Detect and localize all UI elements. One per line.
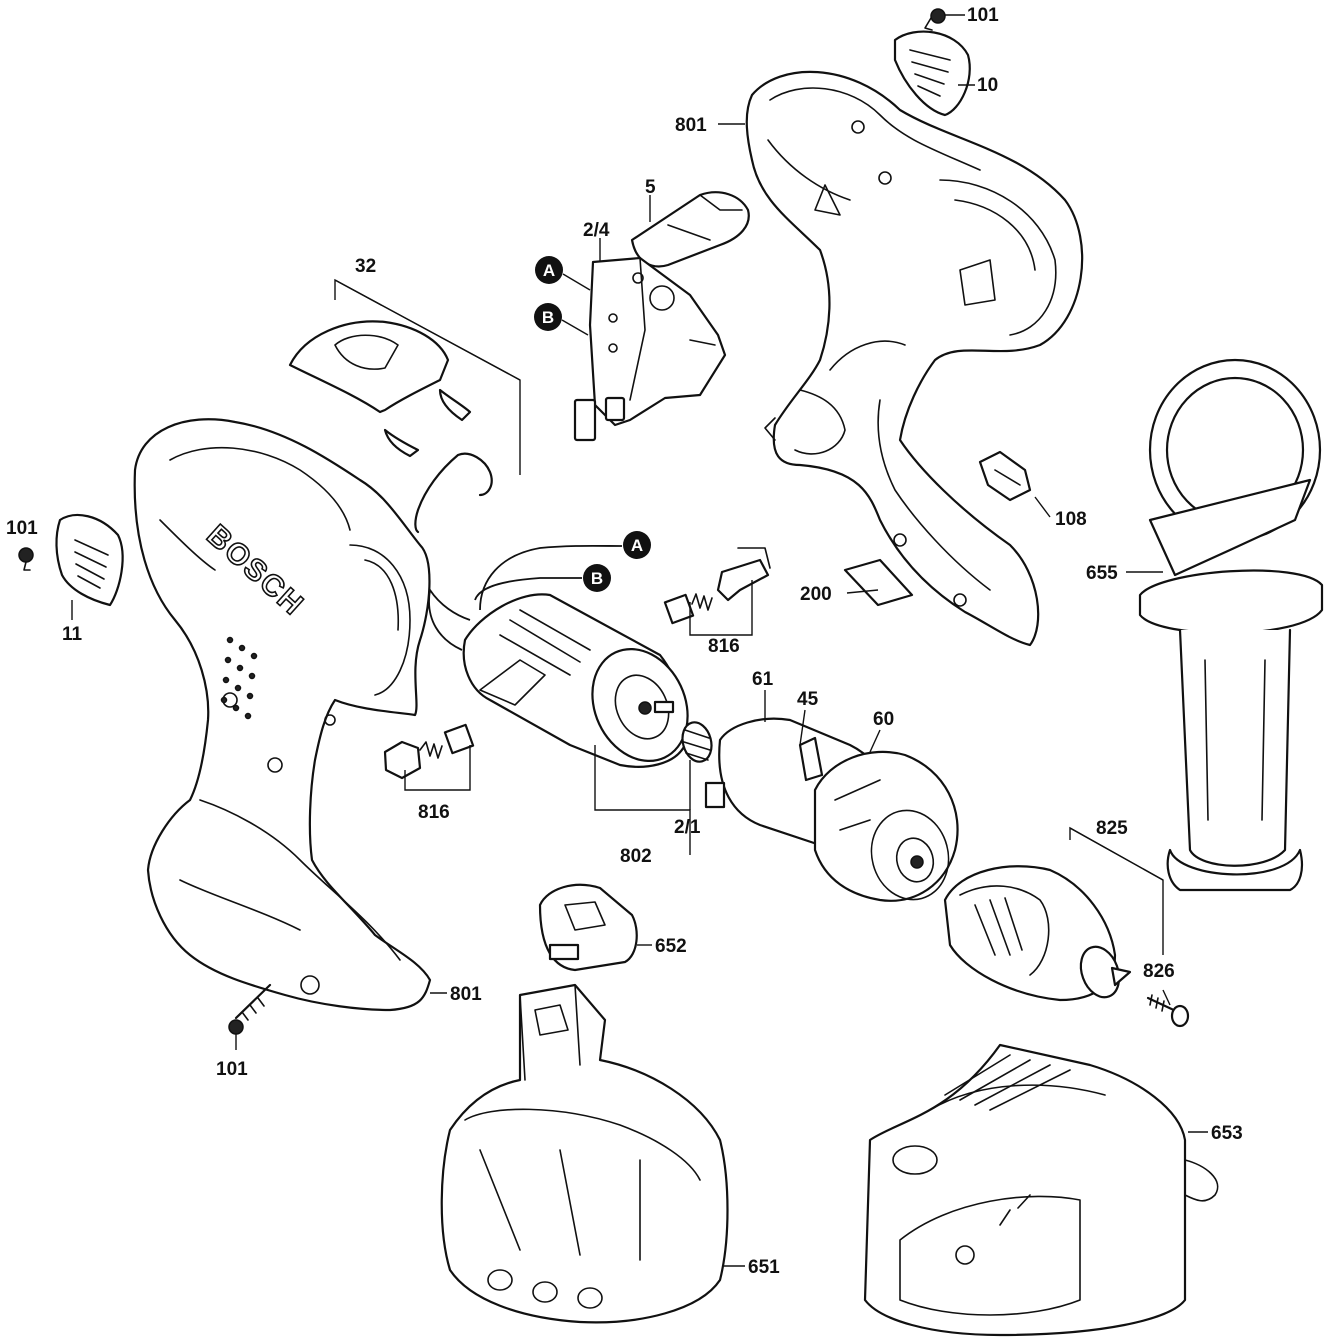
switch-2-4 [573, 256, 727, 442]
callout-60: 60 [873, 709, 894, 730]
callout-200: 200 [800, 584, 832, 605]
svg-text:A: A [543, 261, 555, 280]
callout-825: 825 [1096, 818, 1128, 839]
callout-101-top: 101 [967, 5, 999, 26]
callout-2-1: 2/1 [674, 817, 701, 838]
callout-802: 802 [620, 846, 652, 867]
charger-653 [863, 1043, 1219, 1337]
callout-32: 32 [355, 256, 376, 277]
svg-text:B: B [542, 308, 554, 327]
side-handle-655 [1138, 358, 1324, 892]
battery-cap-652 [538, 883, 638, 972]
clip-108 [978, 450, 1032, 502]
callout-10: 10 [977, 75, 998, 96]
callout-816-left: 816 [418, 802, 450, 823]
housing-right-half [745, 70, 1084, 647]
callout-655: 655 [1086, 563, 1118, 584]
callout-653: 653 [1211, 1123, 1243, 1144]
chuck-screw-826 [1146, 994, 1190, 1028]
callout-2-4: 2/4 [583, 220, 610, 241]
brush-set-816-left [383, 723, 475, 780]
chuck-825 [943, 865, 1132, 1002]
marker-a-motor: A [623, 531, 651, 559]
callout-5: 5 [645, 177, 656, 198]
callout-108: 108 [1055, 509, 1087, 530]
callout-801-bottom: 801 [450, 984, 482, 1005]
marker-a-switch: A [535, 256, 591, 291]
callout-labels: 101 10 801 5 2/4 32 108 200 655 101 11 8… [6, 5, 1243, 1278]
callout-816-right: 816 [708, 636, 740, 657]
callout-801-top: 801 [675, 115, 707, 136]
battery-651 [440, 983, 729, 1324]
housing-left-half: BOSCH [133, 418, 432, 1012]
svg-text:B: B [591, 569, 603, 588]
pinion-2-1 [681, 721, 713, 763]
leader-lines [71, 14, 1208, 1267]
gearbox-assembly [704, 717, 959, 902]
screw-101-top [924, 8, 946, 31]
callout-826: 826 [1143, 961, 1175, 982]
callout-45: 45 [797, 689, 819, 710]
callout-101-left: 101 [6, 518, 38, 539]
callout-61: 61 [752, 669, 774, 690]
marker-b-motor: B [583, 564, 611, 592]
label-plate-200 [843, 558, 914, 607]
cap-10 [893, 30, 971, 117]
brush-set-816-right [663, 547, 771, 625]
cover-set-32 [288, 320, 493, 534]
svg-text:A: A [631, 536, 643, 555]
motor-wires [428, 544, 623, 651]
screw-101-left [18, 547, 34, 571]
motor-802 [462, 593, 689, 768]
vent-dots [220, 636, 258, 720]
callout-11: 11 [62, 624, 83, 645]
cap-11 [55, 513, 124, 607]
marker-b-switch: B [534, 303, 589, 336]
callout-652: 652 [655, 936, 687, 957]
callout-101-bottom: 101 [216, 1059, 248, 1080]
callout-651: 651 [748, 1257, 780, 1278]
